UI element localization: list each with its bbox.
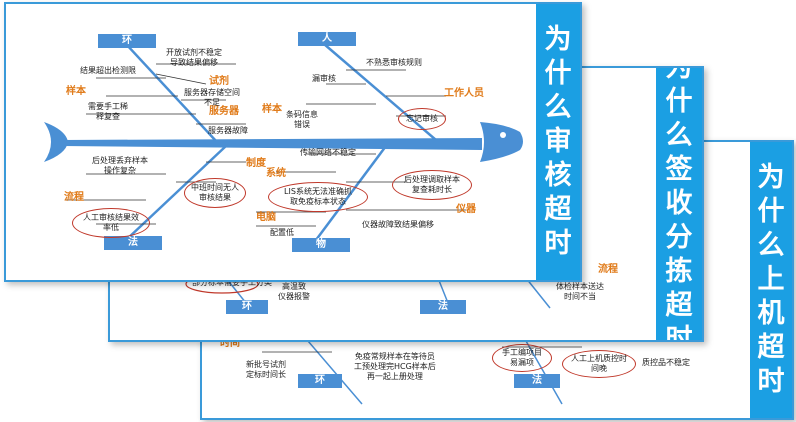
cause-server-storage: 服务器存储空间 不足 (184, 88, 240, 107)
cause-barcode-error: 条码信息 错误 (286, 110, 318, 129)
cat-process: 流程 (64, 192, 84, 203)
cause-unfamiliar-rules: 不熟悉审核规则 (366, 58, 422, 67)
cause-lis-status: LIS系统无法准确抓 取免疫标本状态 (268, 182, 368, 212)
cause-low-config: 配置低 (270, 228, 294, 237)
cause-manual-dilution: 需要手工稀 释复查 (88, 102, 128, 121)
card-title: 为什么审核超时 (536, 4, 580, 280)
cause-reagent-unstable: 开放试剂不稳定 导致结果偏移 (166, 48, 222, 67)
box-env: 环 (226, 300, 268, 314)
cause-manual-qc: 人工上机质控时 间晚 (562, 350, 636, 378)
cause-no-reviewer: 中班时间无人 审核结果 (184, 178, 246, 208)
card-title: 为什么上机超时 (750, 142, 792, 418)
cause-missed-review: 漏审核 (312, 74, 336, 83)
cause-forgot-review: 忘记审核 (398, 108, 446, 130)
box-method: 法 (104, 236, 162, 250)
cause-network: 传输网络不稳定 (300, 148, 356, 157)
cat-system-rule: 制度 (246, 158, 266, 169)
cat-sample-a: 样本 (66, 86, 86, 97)
cat-server: 服务器 (209, 106, 239, 117)
box-material: 物 (292, 238, 350, 252)
cause-instrument-fault: 仪器故障致结果偏移 (362, 220, 434, 229)
cat-system: 系统 (266, 168, 286, 179)
cause-manual-item: 手工编项目 易漏项 (492, 344, 552, 372)
cause-manual-review-slow: 人工审核结果效 率低 (72, 208, 150, 238)
box-method: 法 (420, 300, 466, 314)
box-env: 环 (298, 374, 342, 388)
cat-computer: 电脑 (256, 212, 276, 223)
cause-out-of-range: 结果超出检测限 (80, 66, 136, 75)
cat-process: 流程 (598, 264, 618, 275)
cause-hcg-wait: 免疫常规样本在等待员 工预处理完HCG样本后 再一起上册处理 (354, 352, 436, 381)
cat-instrument: 仪器 (456, 204, 476, 215)
cause-high-temp: 高温致 仪器报警 (278, 282, 310, 301)
box-person: 人 (298, 32, 356, 46)
fishbone-card-review: 环 人 法 物 样本 试剂 服务器 样本 工作人员 制度 系统 流程 电脑 仪器… (4, 2, 582, 282)
cat-sample-b: 样本 (262, 104, 282, 115)
cause-exam-delivery: 体检样本送达 时间不当 (556, 282, 604, 301)
cat-reagent: 试剂 (209, 76, 229, 87)
box-method: 法 (514, 374, 560, 388)
cause-qc-unstable: 质控品不稳定 (642, 358, 690, 367)
box-env: 环 (98, 34, 156, 48)
cause-discard-complex: 后处理丢弃样本 操作复杂 (92, 156, 148, 175)
cause-retest-slow: 后处理调取样本 复查耗时长 (392, 170, 472, 200)
cat-time: 时间 (220, 338, 240, 349)
card-title: 为什么签收分拣超时 (656, 68, 702, 340)
cause-server-fault: 服务器故障 (208, 126, 248, 135)
cat-staff: 工作人员 (444, 88, 484, 99)
cause-new-reagent: 新批号试剂 定标时间长 (246, 360, 286, 379)
cause-manual-sort: 部分标本需要手工分类 (192, 278, 272, 287)
